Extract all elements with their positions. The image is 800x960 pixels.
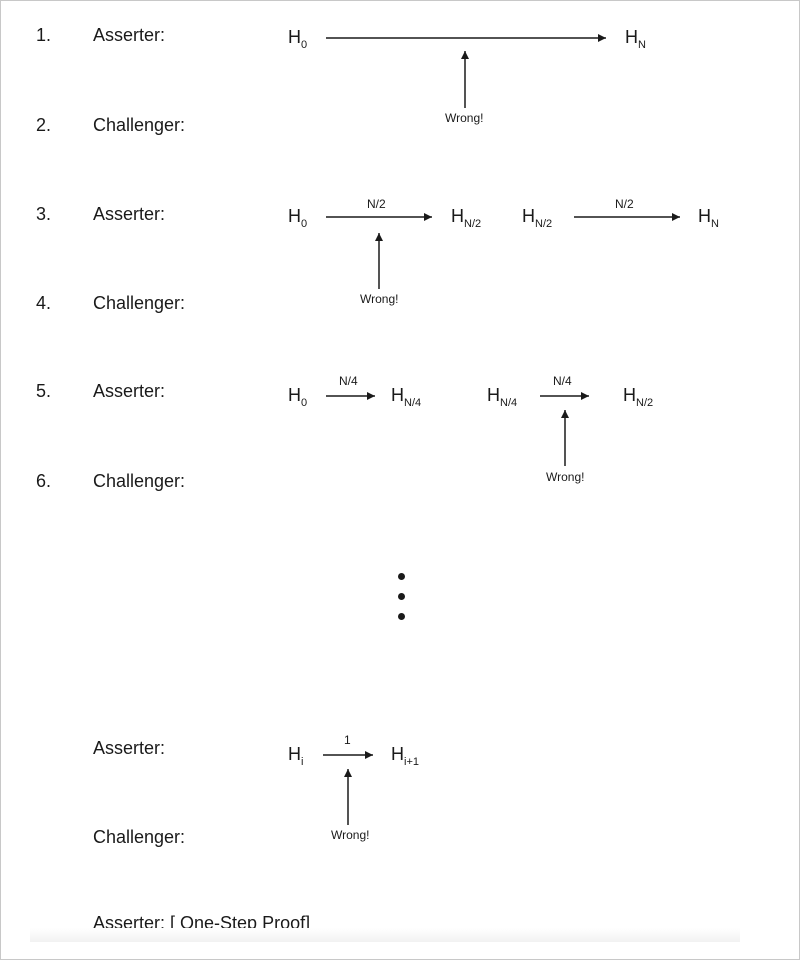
role-label-asserter-1: Asserter: — [93, 25, 166, 45]
step-size-label: 1 — [344, 733, 351, 747]
role-label-challenger-4: Challenger: — [93, 293, 186, 313]
role-label-asserter-3: Asserter: — [93, 204, 166, 224]
state-hn2: HN/2 — [451, 206, 482, 230]
role-label-challenger-6: Challenger: — [93, 471, 186, 491]
state-h0: H0 — [288, 206, 308, 230]
step-number-4: 4. — [36, 293, 52, 313]
step-size-label: N/2 — [367, 197, 386, 211]
vertical-ellipsis — [398, 573, 405, 633]
state-hn2: HN/2 — [522, 206, 553, 230]
bottom-fade — [30, 928, 740, 942]
role-label-asserter-final: Asserter: — [93, 738, 166, 758]
ellipsis-dot — [398, 593, 405, 600]
role-label-asserter-5: Asserter: — [93, 381, 166, 401]
ellipsis-dot — [398, 573, 405, 580]
wrong-label: Wrong! — [546, 470, 585, 484]
step-size-label: N/4 — [553, 374, 572, 388]
step-number-2: 2. — [36, 115, 52, 135]
step-size-label: N/4 — [339, 374, 358, 388]
role-label-challenger-final: Challenger: — [93, 827, 186, 847]
step-size-label: N/2 — [615, 197, 634, 211]
role-label-challenger-2: Challenger: — [93, 115, 186, 135]
wrong-label: Wrong! — [331, 828, 370, 842]
state-hn2: HN/2 — [623, 385, 654, 409]
wrong-label: Wrong! — [360, 292, 399, 306]
state-hn4: HN/4 — [391, 385, 422, 409]
state-h0: H0 — [288, 385, 308, 409]
state-hn: HN — [698, 206, 719, 230]
step-number-3: 3. — [36, 204, 52, 224]
step-number-5: 5. — [36, 381, 52, 401]
wrong-label: Wrong! — [445, 111, 484, 125]
step-number-6: 6. — [36, 471, 52, 491]
ellipsis-dot — [398, 613, 405, 620]
state-h0: H0 — [288, 27, 308, 51]
step-number-1: 1. — [36, 25, 52, 45]
state-hn4: HN/4 — [487, 385, 518, 409]
state-hi1: Hi+1 — [391, 744, 419, 768]
state-hn: HN — [625, 27, 646, 51]
state-hi: Hi — [288, 744, 304, 768]
